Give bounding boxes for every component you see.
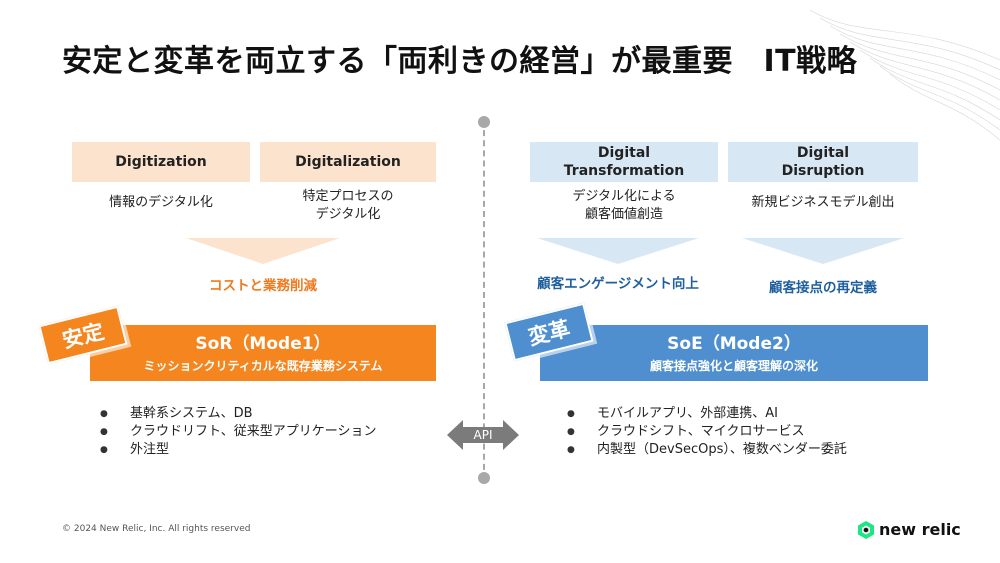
header-digitization: Digitization xyxy=(72,142,250,182)
desc-digitization-line1: 情報のデジタル化 xyxy=(109,195,213,210)
sor-bullet-list: 基幹系システム、DB クラウドリフト、従来型アプリケーション 外注型 xyxy=(100,405,376,459)
desc-dd-line1: 新規ビジネスモデル創出 xyxy=(751,195,895,210)
right-chevron-arrow-2 xyxy=(742,238,904,264)
header-dd-line2: Disruption xyxy=(781,163,865,179)
list-item: 外注型 xyxy=(100,441,376,459)
decorative-wave-graphic xyxy=(809,9,1000,141)
new-relic-logo-icon xyxy=(858,520,874,539)
api-label: API xyxy=(473,428,493,442)
desc-digital-disruption: 新規ビジネスモデル創出 xyxy=(728,194,918,212)
sor-bar-title: SoR（Mode1） xyxy=(195,334,331,354)
soe-bar-title: SoE（Mode2） xyxy=(667,334,801,354)
right-result-2: 顧客接点の再定義 xyxy=(769,280,877,296)
desc-digitalization-line1: 特定プロセスの xyxy=(302,189,394,204)
right-result-1: 顧客エンゲージメント向上 xyxy=(537,276,699,292)
list-item: モバイルアプリ、外部連携、AI xyxy=(567,405,847,423)
logo-text: new relic xyxy=(879,520,961,539)
list-item: 基幹系システム、DB xyxy=(100,405,376,423)
api-double-arrow-icon xyxy=(447,420,519,450)
divider-top-dot xyxy=(478,116,490,128)
header-dd-line1: Digital xyxy=(796,145,850,161)
list-item: クラウドシフト、マイクロサービス xyxy=(567,423,847,441)
header-dt-line2: Transformation xyxy=(563,163,685,179)
sor-bar: SoR（Mode1） ミッションクリティカルな既存業務システム xyxy=(90,325,436,381)
soe-bar: SoE（Mode2） 顧客接点強化と顧客理解の深化 xyxy=(540,325,928,381)
header-digital-transformation: Digital Transformation xyxy=(530,142,718,182)
sor-bar-subtitle: ミッションクリティカルな既存業務システム xyxy=(143,359,383,373)
desc-digital-transformation: デジタル化による 顧客価値創造 xyxy=(530,188,718,224)
header-digital-disruption: Digital Disruption xyxy=(728,142,918,182)
desc-dt-line2: 顧客価値創造 xyxy=(584,207,663,222)
desc-digitization: 情報のデジタル化 xyxy=(72,194,250,212)
center-divider xyxy=(483,120,485,480)
divider-bottom-dot xyxy=(478,472,490,484)
header-digitalization: Digitalization xyxy=(260,142,436,182)
slide-title: 安定と変革を両立する「両利きの経営」が最重要 IT戦略 xyxy=(62,44,858,79)
desc-digitalization: 特定プロセスの デジタル化 xyxy=(260,188,436,224)
header-dt-line1: Digital xyxy=(597,145,651,161)
list-item: 内製型（DevSecOps）、複数ベンダー委託 xyxy=(567,441,847,459)
header-digitalization-label: Digitalization xyxy=(295,154,401,170)
copyright-footer: © 2024 New Relic, Inc. All rights reserv… xyxy=(62,524,251,534)
soe-bar-subtitle: 顧客接点強化と顧客理解の深化 xyxy=(649,359,818,373)
header-digitization-label: Digitization xyxy=(115,154,207,170)
desc-digitalization-line2: デジタル化 xyxy=(315,207,381,222)
soe-bullet-list: モバイルアプリ、外部連携、AI クラウドシフト、マイクロサービス 内製型（Dev… xyxy=(567,405,847,459)
new-relic-logo: new relic xyxy=(858,520,961,539)
left-result: コストと業務削減 xyxy=(209,278,317,294)
right-chevron-arrow-1 xyxy=(537,238,699,264)
left-chevron-arrow xyxy=(186,238,340,264)
list-item: クラウドリフト、従来型アプリケーション xyxy=(100,423,376,441)
desc-dt-line1: デジタル化による xyxy=(572,189,676,204)
